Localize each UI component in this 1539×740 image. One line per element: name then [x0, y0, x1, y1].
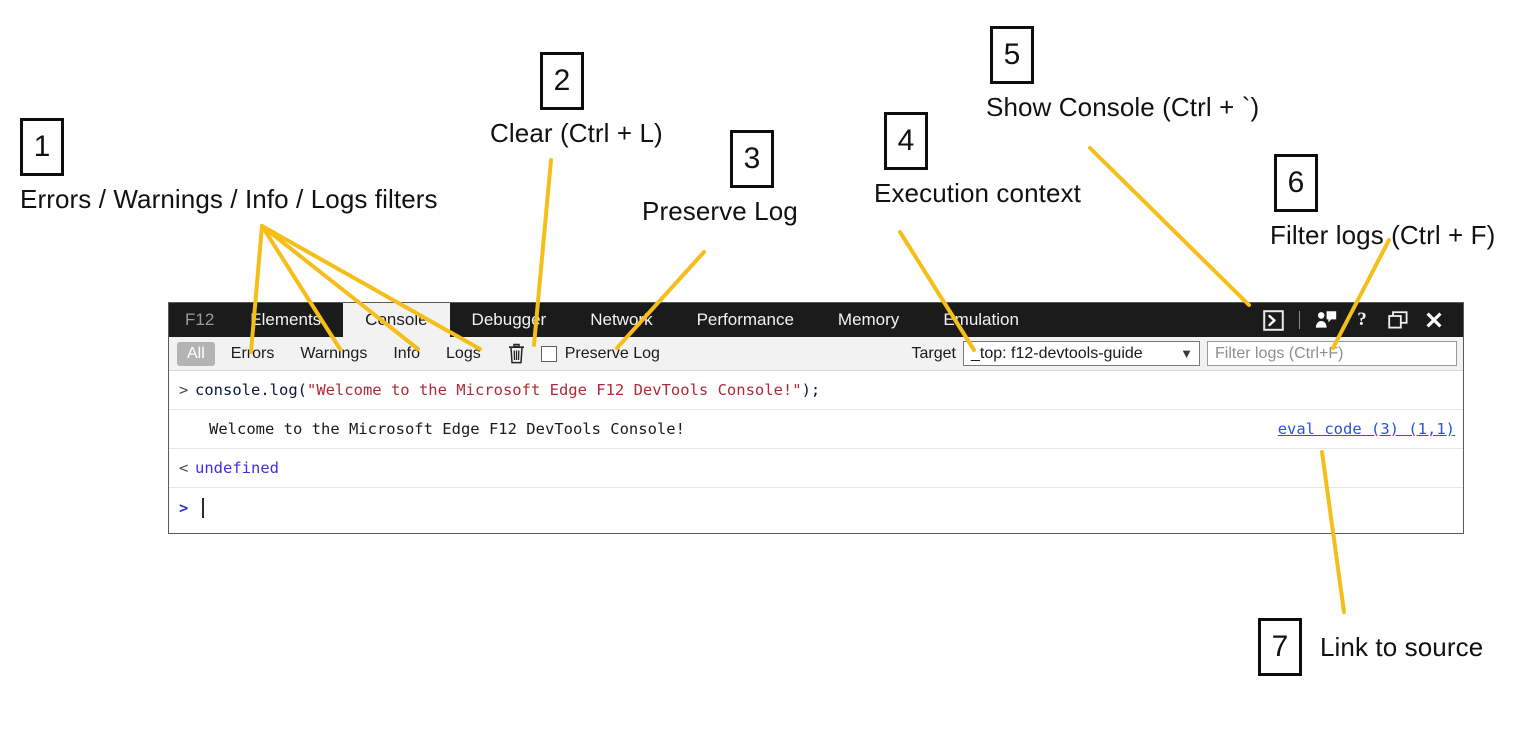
- execution-context-select[interactable]: _top: f12-devtools-guide ▼: [963, 341, 1200, 366]
- console-result-row: < undefined: [169, 449, 1463, 488]
- console-result-value: undefined: [195, 459, 279, 477]
- preserve-log-control[interactable]: Preserve Log: [540, 344, 660, 363]
- console-filter-toolbar: All Errors Warnings Info Logs Preserve L…: [169, 337, 1463, 371]
- trash-icon[interactable]: [503, 341, 531, 367]
- tab-debugger[interactable]: Debugger: [471, 310, 547, 329]
- callout-1: 1 Errors / Warnings / Info / Logs filter…: [20, 118, 438, 215]
- execution-context-value: _top: f12-devtools-guide: [971, 344, 1143, 362]
- feedback-icon[interactable]: [1309, 303, 1343, 337]
- chevron-down-icon: ▼: [1180, 346, 1193, 361]
- input-marker-icon: >: [179, 381, 189, 399]
- callout-7-label: Link to source: [1320, 631, 1484, 662]
- callout-5-label: Show Console (Ctrl + `): [986, 92, 1260, 122]
- filter-logs-placeholder: Filter logs (Ctrl+F): [1215, 344, 1344, 362]
- help-icon[interactable]: ?: [1357, 309, 1367, 330]
- show-console-icon[interactable]: [1256, 303, 1290, 337]
- filter-logs-input[interactable]: Filter logs (Ctrl+F): [1207, 341, 1457, 366]
- filter-chip-errors[interactable]: Errors: [230, 344, 275, 362]
- tab-memory[interactable]: Memory: [837, 310, 900, 329]
- console-code-suffix: );: [801, 381, 821, 399]
- tab-emulation[interactable]: Emulation: [943, 310, 1019, 329]
- console-message-row: Welcome to the Microsoft Edge F12 DevToo…: [169, 410, 1463, 449]
- output-marker-icon: <: [179, 459, 189, 477]
- callout-1-number: 1: [20, 118, 64, 176]
- tab-console[interactable]: Console: [343, 303, 450, 337]
- callout-4-label: Execution context: [874, 178, 1081, 208]
- target-label: Target: [911, 344, 956, 362]
- tabstrip-spacer: [1041, 303, 1256, 337]
- callout-3-label: Preserve Log: [642, 196, 798, 226]
- console-message-text: Welcome to the Microsoft Edge F12 DevToo…: [209, 420, 685, 438]
- console-code-string: "Welcome to the Microsoft Edge F12 DevTo…: [306, 381, 802, 399]
- devtools-tabstrip: F12 Elements Console Debugger Network Pe…: [169, 303, 1463, 337]
- console-output: > console.log("Welcome to the Microsoft …: [169, 371, 1463, 527]
- callout-7-number: 7: [1258, 618, 1302, 676]
- prompt-marker-icon: >: [179, 498, 189, 517]
- callout-5-number: 5: [990, 26, 1034, 84]
- callout-5: 5 Show Console (Ctrl + `): [986, 26, 1259, 123]
- console-input-row: > console.log("Welcome to the Microsoft …: [169, 371, 1463, 410]
- dock-icon[interactable]: [1381, 303, 1415, 337]
- devtools-brand: F12: [185, 310, 215, 329]
- filter-chip-warnings[interactable]: Warnings: [300, 344, 368, 362]
- callout-2-number: 2: [540, 52, 584, 110]
- text-caret: [202, 497, 204, 518]
- filter-chip-all[interactable]: All: [177, 341, 215, 366]
- callout-3-number: 3: [730, 130, 774, 188]
- console-code-prefix: console.log(: [195, 381, 307, 399]
- devtools-window: F12 Elements Console Debugger Network Pe…: [168, 302, 1464, 534]
- window-tool-icons: ?: [1256, 303, 1463, 337]
- callout-1-label: Errors / Warnings / Info / Logs filters: [20, 184, 438, 214]
- tab-elements[interactable]: Elements: [250, 310, 322, 329]
- source-link[interactable]: eval code (3) (1,1): [1277, 420, 1455, 438]
- toolbar-divider: [1299, 311, 1300, 329]
- callout-2: 2 Clear (Ctrl + L): [490, 52, 663, 149]
- callout-4-number: 4: [884, 112, 928, 170]
- callout-3: 3 Preserve Log: [642, 130, 798, 227]
- tab-performance[interactable]: Performance: [696, 310, 794, 329]
- filter-chip-info[interactable]: Info: [393, 344, 421, 362]
- close-icon[interactable]: [1417, 303, 1451, 337]
- callout-6-number: 6: [1274, 154, 1318, 212]
- callout-4: 4 Execution context: [874, 112, 1081, 209]
- filter-chip-logs[interactable]: Logs: [446, 344, 481, 362]
- console-prompt-row[interactable]: >: [169, 488, 1463, 527]
- callout-2-label: Clear (Ctrl + L): [490, 118, 663, 148]
- callout-6: 6 Filter logs (Ctrl + F): [1270, 154, 1495, 251]
- tab-network[interactable]: Network: [590, 310, 653, 329]
- callout-7: 7 Link to source: [1258, 618, 1483, 676]
- preserve-log-label: Preserve Log: [564, 344, 660, 362]
- callout-6-label: Filter logs (Ctrl + F): [1270, 220, 1496, 250]
- preserve-log-checkbox[interactable]: [540, 345, 557, 362]
